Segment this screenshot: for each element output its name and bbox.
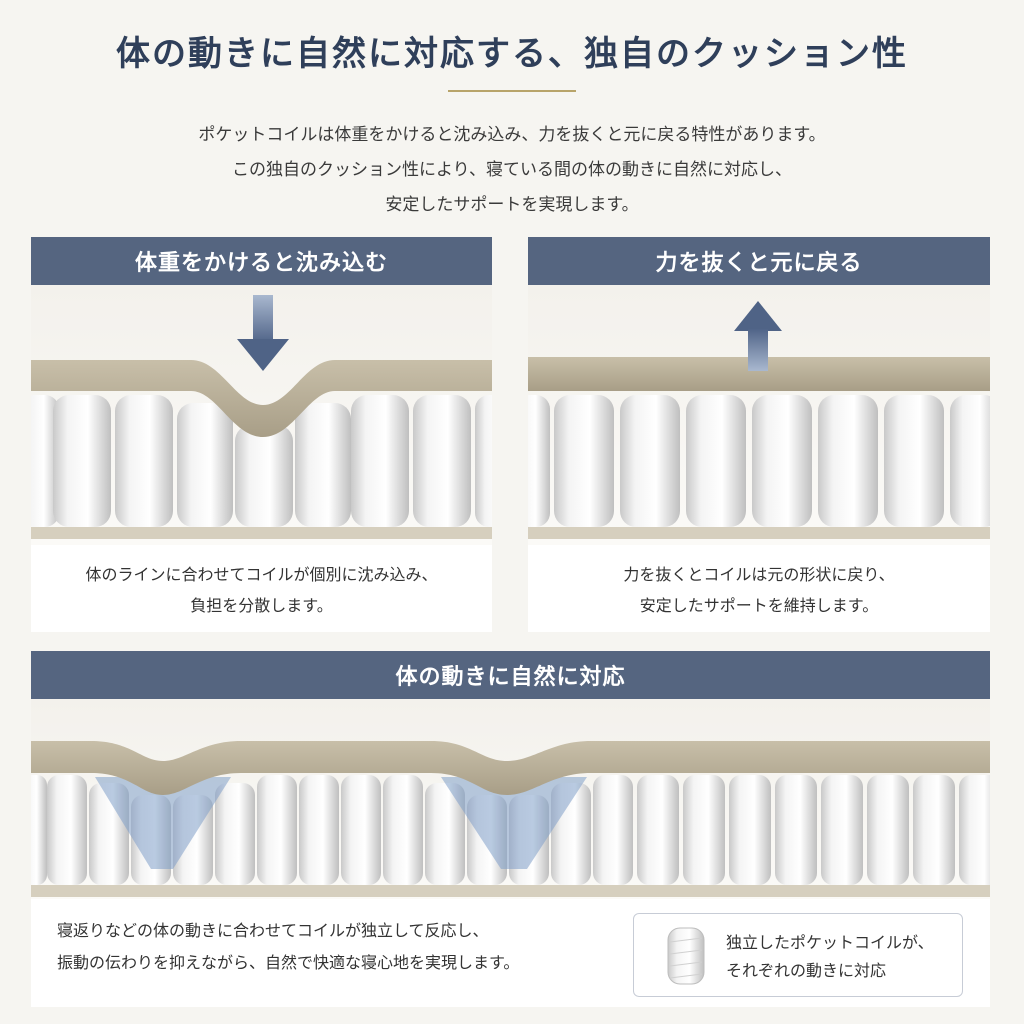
panel-natural-caption: 寝返りなどの体の動きに合わせてコイルが独立して反応し、 振動の伝わりを抑えながら… bbox=[57, 915, 519, 979]
caption-line: 寝返りなどの体の動きに合わせてコイルが独立して反応し、 bbox=[57, 921, 489, 940]
intro-text: ポケットコイルは体重をかけると沈み込み、力を抜くと元に戻る特性があります。 この… bbox=[0, 118, 1024, 223]
page-title: 体の動きに自然に対応する、独自のクッション性 bbox=[116, 34, 908, 74]
panel-sink: 体重をかけると沈み込む 体のラインに合わせてコイルが個別に沈み込み、 負担を分散… bbox=[31, 237, 492, 632]
legend-line: それぞれの動きに対応 bbox=[726, 961, 887, 980]
mattress-rebound-illustration bbox=[528, 285, 990, 545]
title-divider bbox=[448, 90, 576, 92]
mattress-sink-illustration bbox=[31, 285, 492, 545]
coil-row bbox=[528, 395, 990, 527]
legend-text: 独立したポケットコイルが、 それぞれの動きに対応 bbox=[726, 929, 934, 985]
pocket-coil-icon bbox=[667, 927, 705, 985]
caption-line: 安定したサポートを維持します。 bbox=[639, 596, 879, 615]
intro-line: 安定したサポートを実現します。 bbox=[385, 195, 639, 215]
intro-line: この独自のクッション性により、寝ている間の体の動きに自然に対応し、 bbox=[232, 160, 792, 180]
arrow-up-icon bbox=[734, 301, 782, 371]
intro-line: ポケットコイルは体重をかけると沈み込み、力を抜くと元に戻る特性があります。 bbox=[198, 125, 826, 145]
panel-natural: 体の動きに自然に対応 bbox=[31, 651, 990, 1007]
comfort-layer bbox=[31, 360, 492, 437]
coil-row bbox=[31, 395, 492, 527]
coil-legend: 独立したポケットコイルが、 それぞれの動きに対応 bbox=[633, 913, 963, 997]
compression-highlight bbox=[95, 777, 587, 869]
panel-rebound-caption: 力を抜くとコイルは元の形状に戻り、 安定したサポートを維持します。 bbox=[528, 559, 990, 621]
caption-line: 体のラインに合わせてコイルが個別に沈み込み、 bbox=[85, 565, 438, 584]
panel-rebound-title: 力を抜くと元に戻る bbox=[528, 237, 990, 285]
panel-sink-caption: 体のラインに合わせてコイルが個別に沈み込み、 負担を分散します。 bbox=[31, 559, 492, 621]
comfort-layer bbox=[31, 741, 990, 795]
caption-line: 力を抜くとコイルは元の形状に戻り、 bbox=[623, 565, 895, 584]
arrow-down-icon bbox=[237, 295, 289, 371]
caption-line: 負担を分散します。 bbox=[190, 596, 333, 615]
caption-line: 振動の伝わりを抑えながら、自然で快適な寝心地を実現します。 bbox=[57, 953, 520, 972]
panel-rebound: 力を抜くと元に戻る 力を抜くとコイルは元の形状に戻り、 安定したサポートを維持し… bbox=[528, 237, 990, 632]
panel-natural-title: 体の動きに自然に対応 bbox=[31, 651, 990, 699]
mattress-motion-illustration bbox=[31, 699, 990, 899]
panel-sink-title: 体重をかけると沈み込む bbox=[31, 237, 492, 285]
legend-line: 独立したポケットコイルが、 bbox=[726, 933, 934, 952]
